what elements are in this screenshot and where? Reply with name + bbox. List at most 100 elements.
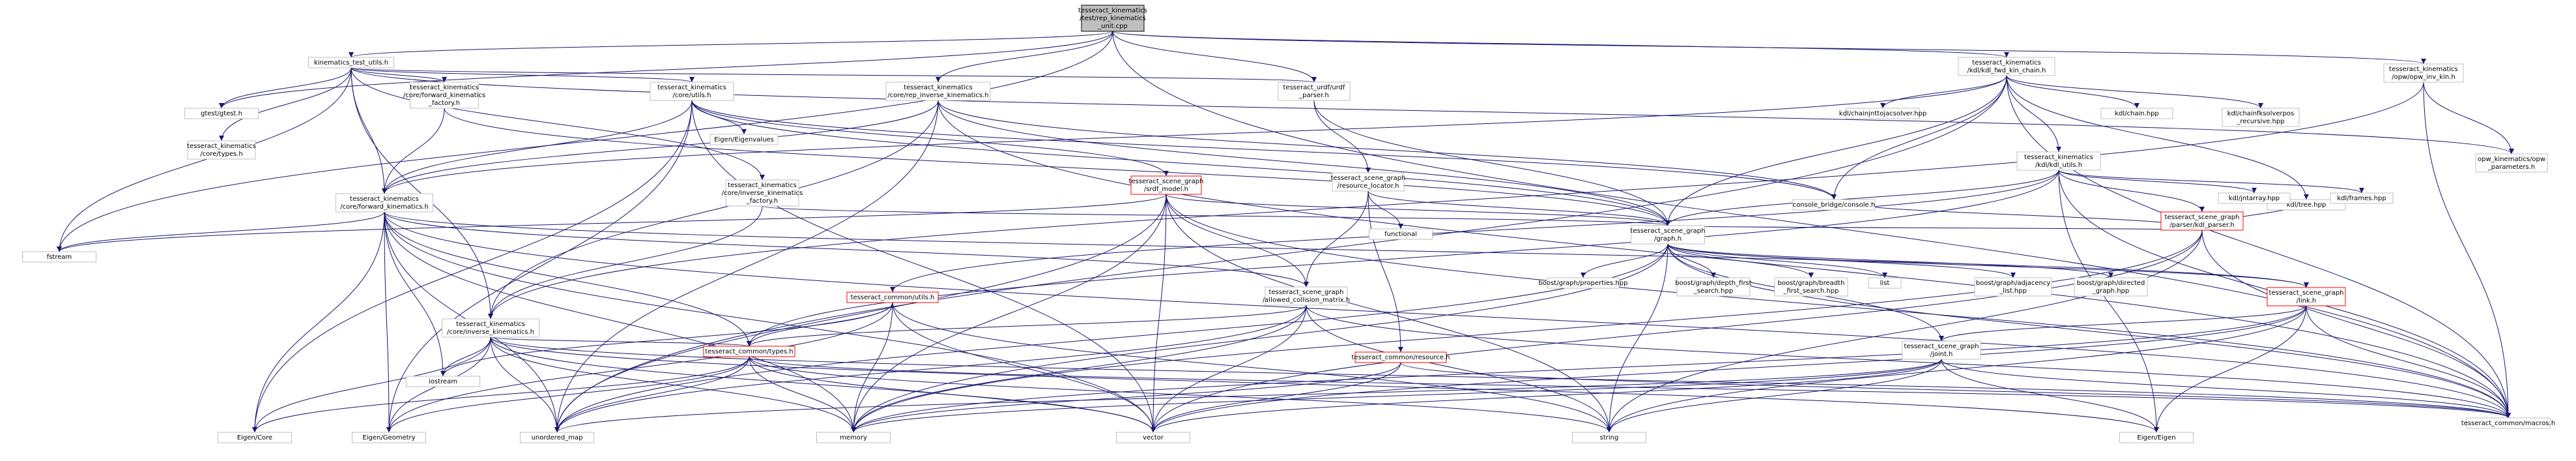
dependency-edge [1831,199,2203,231]
dependency-edge [349,31,1113,58]
node-box [442,318,539,338]
header-file-node[interactable]: tesseract_scene_graph/resource_locator.h [1331,172,1406,192]
header-file-node[interactable]: tesseract_scene_graph/graph.h [1631,225,1706,245]
node-box [1774,277,1848,297]
header-file-node[interactable]: tesseract_scene_graph/link.h [2267,287,2346,306]
node-label: string [1600,434,1619,441]
header-file-node[interactable]: tesseract_scene_graph/joint.h [1902,340,1981,360]
header-file-node[interactable]: unordered_map [520,432,594,443]
header-file-node[interactable]: kdl/frames.hpp [2330,192,2394,204]
node-label: /core/inverse_kinematics.h [447,329,534,336]
header-file-node[interactable]: tesseract_scene_graph/allowed_collision_… [1263,286,1350,306]
header-file-node[interactable]: tesseract_common/macros.h [2461,417,2555,429]
header-file-node[interactable]: kdl/chain.hpp [2100,108,2173,119]
node-box [1332,172,1405,192]
header-file-node[interactable]: tesseract_common/utils.h [846,291,939,303]
dependency-edge [1166,194,1612,433]
node-label: iostream [429,378,457,385]
header-file-node[interactable]: boost/graph/adjacency_list.hpp [1974,277,2052,297]
node-label: tesseract_kinematics [1972,59,2041,67]
header-file-node[interactable]: boost/graph/directed_graph.hpp [2074,277,2148,297]
header-file-node[interactable]: fstream [22,251,96,263]
header-file-node[interactable]: Eigen/Geometry [352,432,426,443]
edge-layer [57,31,2514,433]
node-box [1116,432,1190,443]
node-label: boost/graph/breadth [1778,280,1845,287]
dependency-edge [851,362,1401,433]
header-file-node[interactable]: console_bridge/console.h [1792,199,1876,211]
node-box [2160,211,2244,231]
dependency-edge [57,67,352,252]
dependency-edge [1607,359,1942,433]
header-file-node[interactable]: kdl/jntarray.hpp [2218,192,2291,204]
header-file-node[interactable]: kinematics_test_utils.h [308,57,394,68]
node-label: kdl/frames.hpp [2337,195,2386,202]
dependency-edge [554,75,2007,433]
header-file-node[interactable]: tesseract_kinematics/core/rep_inverse_ki… [885,82,991,101]
header-file-node[interactable]: memory [816,432,891,443]
header-file-node[interactable]: tesseract_kinematics/opw/opw_inv_kin.h [2383,63,2464,83]
node-box [352,432,426,443]
root-file-node[interactable]: tesseract_kinematics/test/rep_kinematics… [1078,5,1147,32]
node-label: boost/graph/properties.hpp [1539,280,1628,287]
dependency-edge [1880,75,2007,109]
dependency-edge [2058,170,2159,433]
dependency-edge [57,31,1113,252]
node-label: tesseract_common/macros.h [2461,420,2555,427]
dependency-edge [1831,75,2007,200]
dependency-edge [554,356,750,433]
node-label: tesseract_kinematics [1078,7,1147,14]
dependency-edge [2006,75,2140,109]
header-file-node[interactable]: boost/graph/properties.hpp [1539,277,1628,289]
header-file-node[interactable]: gtest/gtest.h [184,108,259,119]
header-file-node[interactable]: string [1572,432,1646,443]
header-file-node[interactable]: Eigen/Eigen [2119,432,2194,443]
dependency-edge [937,100,1670,226]
dependency-edge [1941,359,2159,433]
dependency-edge [1400,362,2511,419]
header-file-node[interactable]: tesseract_scene_graph/srdf_model.h [1129,175,1204,195]
header-file-node[interactable]: tesseract_scene_graph/parser/kdl_parser.… [2160,211,2244,231]
header-file-node[interactable]: tesseract_common/resource.h [1352,351,1450,363]
header-file-node[interactable]: kdl/chainfksolverpos_recursive.hpp [2222,108,2300,127]
header-file-node[interactable]: tesseract_kinematics/kdl/kdl_utils.h [2016,151,2101,171]
node-label: tesseract_kinematics [904,84,973,91]
dependency-edge [1306,305,2511,419]
header-file-node[interactable]: tesseract_kinematics/core/forward_kinema… [403,82,485,109]
header-file-node[interactable]: boost/graph/depth_first_search.hpp [1675,277,1752,297]
node-label: /kdl/kdl_utils.h [2035,162,2082,169]
header-file-node[interactable]: tesseract_common/types.h [703,346,795,357]
dependency-edge [892,302,1156,433]
node-box [2383,63,2464,83]
dependency-edge [490,336,752,347]
dependency-edge [488,205,763,320]
header-file-node[interactable]: opw_kinematics/opw_parameters.h [2475,153,2548,173]
header-file-node[interactable]: tesseract_kinematics/kdl/kdl_fwd_kin_cha… [1958,57,2055,76]
header-file-node[interactable]: functional [1369,228,1433,240]
header-file-node[interactable]: boost/graph/breadth_first_search.hpp [1774,277,1848,297]
header-file-node[interactable]: tesseract_kinematics/core/utils.h [650,82,734,101]
header-file-node[interactable]: list [1868,277,1902,289]
node-label: tesseract_kinematics [728,182,797,189]
node-label: boost/graph/adjacency [1976,280,2051,287]
header-file-node[interactable]: tesseract_kinematics/core/types.h [187,140,256,160]
header-file-node[interactable]: kdl/chainjnttojacsolver.hpp [1839,108,1926,119]
header-file-node[interactable]: Eigen/Eigenvalues [709,134,779,145]
node-box [2218,192,2291,204]
dependency-edge [851,302,893,433]
header-file-node[interactable]: Eigen/Core [218,432,292,443]
dependency-edge [2006,75,2061,153]
header-file-node[interactable]: tesseract_urdf/urdf_parser.h [1278,82,1351,101]
header-file-node[interactable]: tesseract_kinematics/core/forward_kinema… [336,193,433,213]
dependency-edge [488,82,2424,320]
header-file-node[interactable]: tesseract_kinematics/core/inverse_kinema… [722,179,803,207]
node-label: /core/forward_kinematics.h [340,203,429,211]
node-label: tesseract_kinematics [2389,66,2458,73]
header-file-node[interactable]: tesseract_kinematics/core/inverse_kinema… [442,318,539,338]
node-box [1676,277,1751,297]
dependency-edge [2154,305,2307,433]
node-box [846,291,939,303]
header-file-node[interactable]: vector [1116,432,1190,443]
header-file-node[interactable]: iostream [406,376,480,387]
dependency-edge [440,302,893,377]
